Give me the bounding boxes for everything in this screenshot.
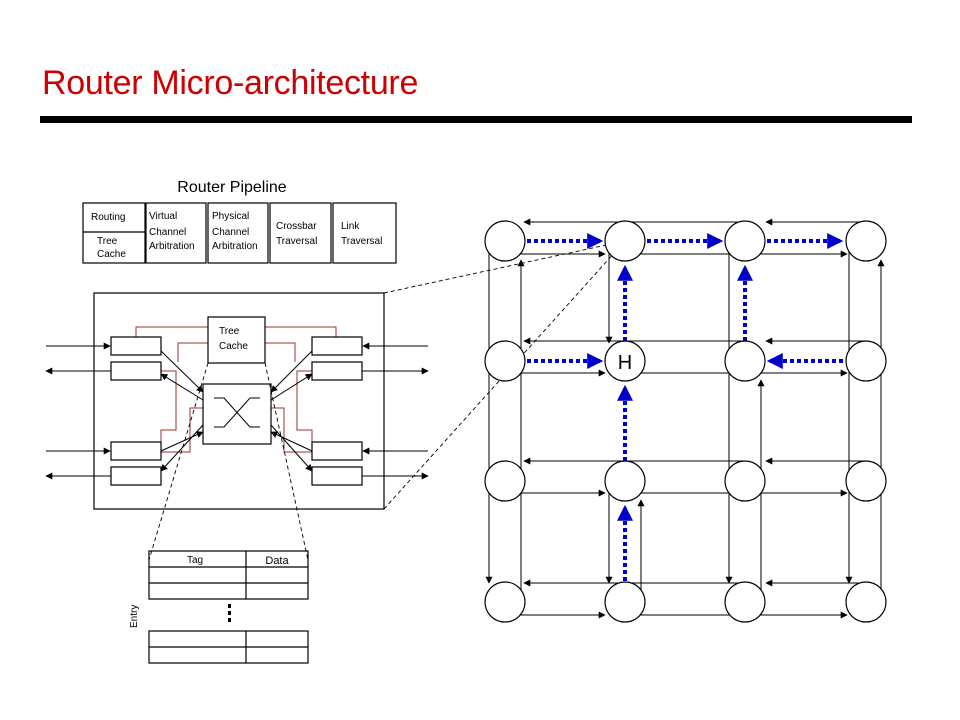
mesh-node (845, 581, 887, 623)
cache-table-top (148, 550, 309, 600)
mesh-node (604, 460, 646, 502)
input-buffer-west-bottom (110, 441, 162, 461)
pipeline-stage-pc-arbitration (207, 202, 269, 264)
mesh-node (845, 340, 887, 382)
output-buffer-east-top (311, 361, 363, 381)
title-divider (40, 116, 912, 123)
router-block: Tree Cache (45, 292, 429, 561)
pipeline-vc-label: Virtual Channel Arbitration (149, 211, 195, 252)
router-buffers (110, 336, 363, 486)
pipeline-tree-cache-label: Tree Cache (97, 236, 126, 260)
mesh-node (724, 220, 766, 262)
pipeline-routing-label: Routing (91, 212, 125, 223)
cache-tag-header: Tag (187, 555, 203, 566)
cache-ellipsis-icon (228, 604, 231, 622)
cache-entry-label: Entry (129, 605, 140, 628)
pipeline-link-label: Link Traversal (341, 221, 382, 247)
mesh-node (484, 220, 526, 262)
pipeline-stage-link (332, 202, 397, 264)
mesh-node (724, 581, 766, 623)
mesh-node (724, 340, 766, 382)
mesh-network: H (484, 218, 887, 623)
pipeline-pc-label: Physical Channel Arbitration (212, 211, 258, 252)
pipeline-stage-crossbar (269, 202, 332, 264)
mesh-node (484, 340, 526, 382)
mesh-vertical-links (485, 241, 885, 603)
mesh-node (845, 220, 887, 262)
input-buffer-east-top (311, 336, 363, 356)
output-buffer-west-bottom (110, 466, 162, 486)
router-outline (93, 292, 385, 510)
pipeline-stage-vc-arbitration (145, 202, 207, 264)
cache-zoom-lines (148, 362, 309, 561)
output-buffer-west-top (110, 361, 162, 381)
pipeline-stage-routing (82, 202, 146, 264)
slide-title: Router Micro-architecture (42, 64, 419, 102)
mesh-home-node (604, 340, 646, 382)
router-tree-cache-label: Tree Cache (219, 326, 248, 352)
mesh-node (484, 581, 526, 623)
mesh-node (604, 220, 646, 262)
mesh-node (484, 460, 526, 502)
crossbar-switch (202, 383, 272, 445)
pipeline-title: Router Pipeline (177, 179, 287, 196)
pipeline-crossbar-label: Crossbar Traversal (276, 221, 319, 247)
router-io-arrows (45, 342, 429, 480)
crossbar-switch-symbol (214, 397, 260, 428)
tree-cache-table: Tag Data Entry (129, 550, 309, 664)
cache-data-header: Data (265, 555, 289, 567)
router-zoom-lines (383, 240, 626, 510)
router-tree-cache (207, 316, 266, 364)
home-node-label: H (618, 352, 632, 374)
mesh-node (604, 581, 646, 623)
router-control-wires (135, 326, 337, 453)
output-buffer-east-bottom (311, 466, 363, 486)
mesh-horizontal-links (505, 218, 866, 619)
mesh-nodes (484, 220, 887, 623)
mesh-node (724, 460, 766, 502)
mesh-node (845, 460, 887, 502)
input-buffer-west-top (110, 336, 162, 356)
router-pipeline: Router Pipeline Routing Tree Cache Virtu… (82, 179, 397, 264)
input-buffer-east-bottom (311, 441, 363, 461)
mesh-tree-paths (527, 233, 844, 581)
